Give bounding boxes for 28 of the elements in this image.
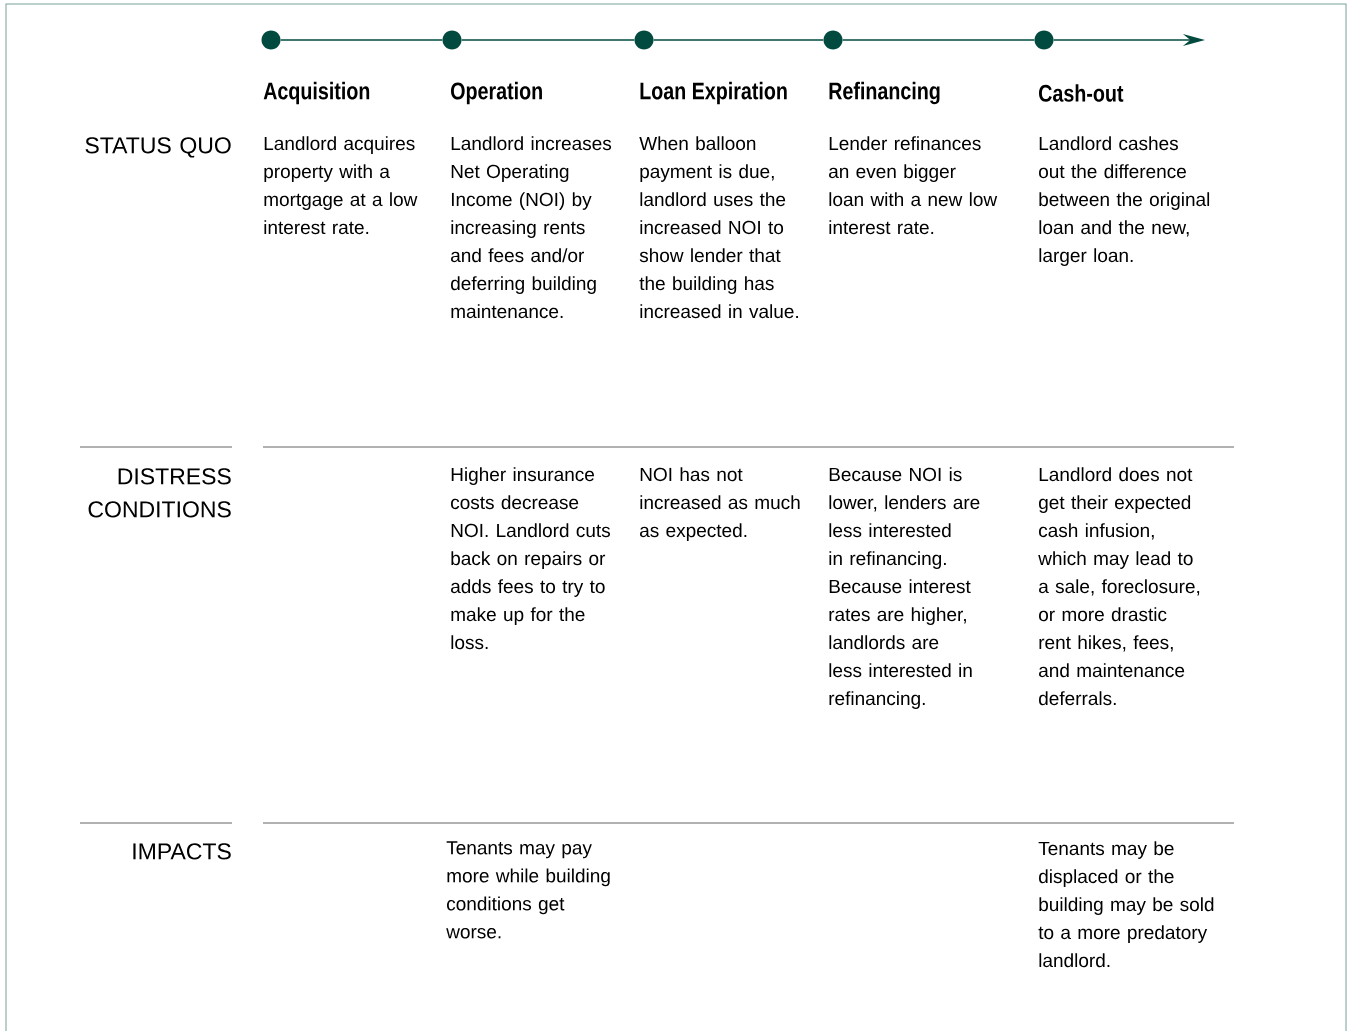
- timeline-dot: [261, 30, 281, 50]
- timeline-dot: [634, 30, 654, 50]
- timeline-line: [841, 39, 1036, 41]
- table-cell-text: NOI has not increased as much as expected.: [640, 467, 800, 541]
- table-cell-text: Lender refinances an even bigger loan with a new low interest rate.: [829, 136, 998, 235]
- stage-heading: Acquisition: [263, 81, 370, 105]
- stage-heading: Operation: [451, 81, 542, 105]
- table-cell-text: When balloon payment is due, landlord uses the increased NOI to show lender that the building has increased in value.: [639, 136, 798, 319]
- table-cell-text: Landlord cashes out the difference between the original loan and the new, larger loan.: [1039, 136, 1210, 266]
- table-cell-text: Tenants may be displaced or the building may be sold to a more predatory landlord.: [1038, 841, 1214, 968]
- timeline-dot: [442, 30, 462, 50]
- stage-heading: Cash-out: [1039, 84, 1124, 102]
- timeline-line: [279, 39, 444, 41]
- table-cell-text: Landlord increases Net Operating Income (NOI) by increasing rents and fees and/or deferring building maintenance.: [451, 136, 612, 319]
- table-cell-text: Tenants may pay more while building conditions get worse.: [446, 841, 610, 939]
- row-label: IMPACTS: [133, 843, 231, 860]
- row-label: STATUS QUO: [85, 137, 231, 158]
- table-cell-text: Landlord does not get their expected cash infusion, which may lead to a sale, foreclosure, or more drastic rent hikes, fees, and maintenance deferrals.: [1038, 467, 1200, 706]
- timeline-dot: [1034, 30, 1054, 50]
- timeline-dot: [823, 30, 843, 50]
- table-cell-text: Because NOI is lower, lenders are less interested in refinancing. Because interest rates are higher, landlords are less interested in refinancing.: [829, 467, 980, 709]
- timeline-line: [460, 39, 636, 41]
- table-cell-text: Higher insurance costs decrease NOI. Landlord cuts back on repairs or adds fees to try to make up for the loss.: [451, 467, 610, 650]
- stage-heading: Loan Expiration: [640, 81, 787, 105]
- stage-heading: Refinancing: [829, 81, 940, 105]
- row-label: DISTRESS CONDITIONS: [88, 468, 231, 518]
- table-cell-text: Landlord acquires property with a mortgage at a low interest rate.: [264, 136, 418, 235]
- timeline-line: [652, 39, 825, 41]
